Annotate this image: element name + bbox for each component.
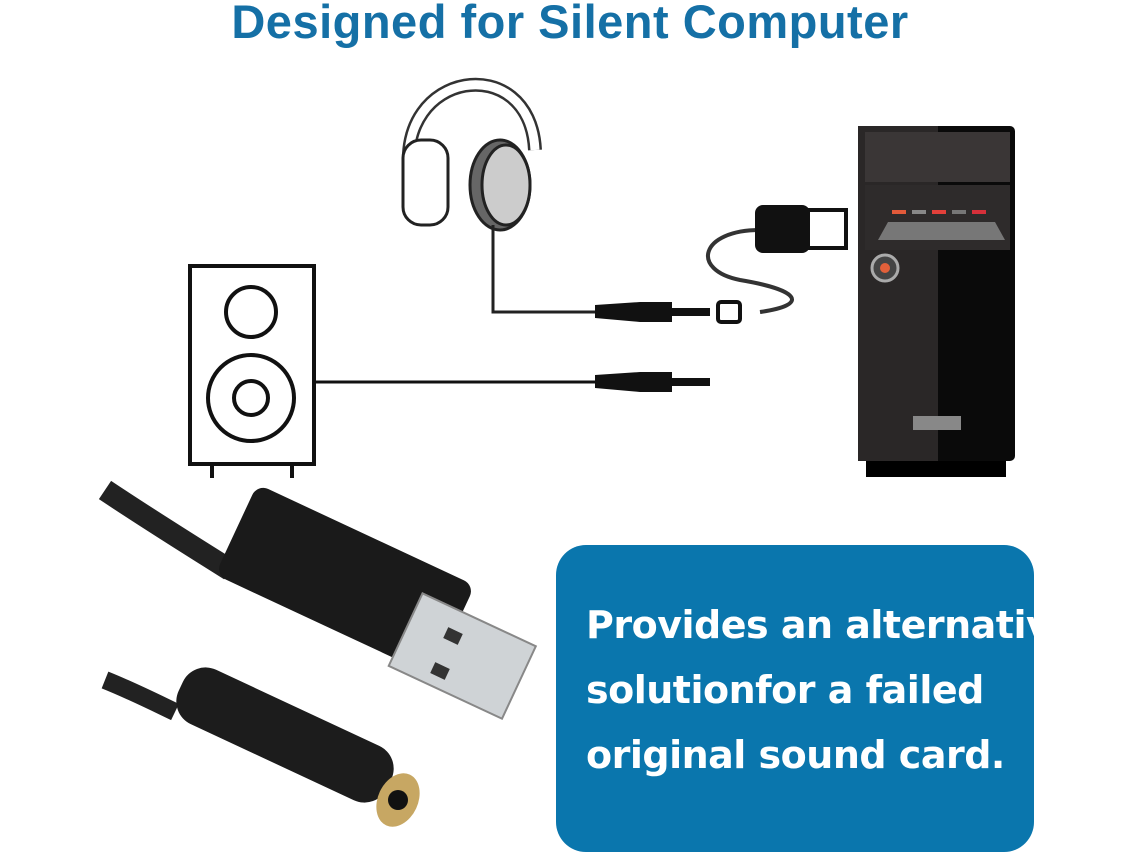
- headphones-icon: [401, 77, 600, 314]
- callout-line: original sound card.: [586, 733, 1005, 777]
- audio-jack-icon: [595, 302, 710, 392]
- speaker-icon: [188, 264, 600, 478]
- usb-cable-icon: [706, 205, 848, 324]
- feature-callout: Provides an alternative solutionfor a fa…: [556, 545, 1076, 852]
- usb-audio-adapter-icon: [98, 480, 538, 827]
- computer-tower-icon: [858, 126, 1015, 477]
- callout-line: Provides an alternative: [586, 603, 1076, 647]
- callout-line: solutionfor a failed: [586, 668, 984, 712]
- page-title: Designed for Silent Computer: [231, 0, 909, 48]
